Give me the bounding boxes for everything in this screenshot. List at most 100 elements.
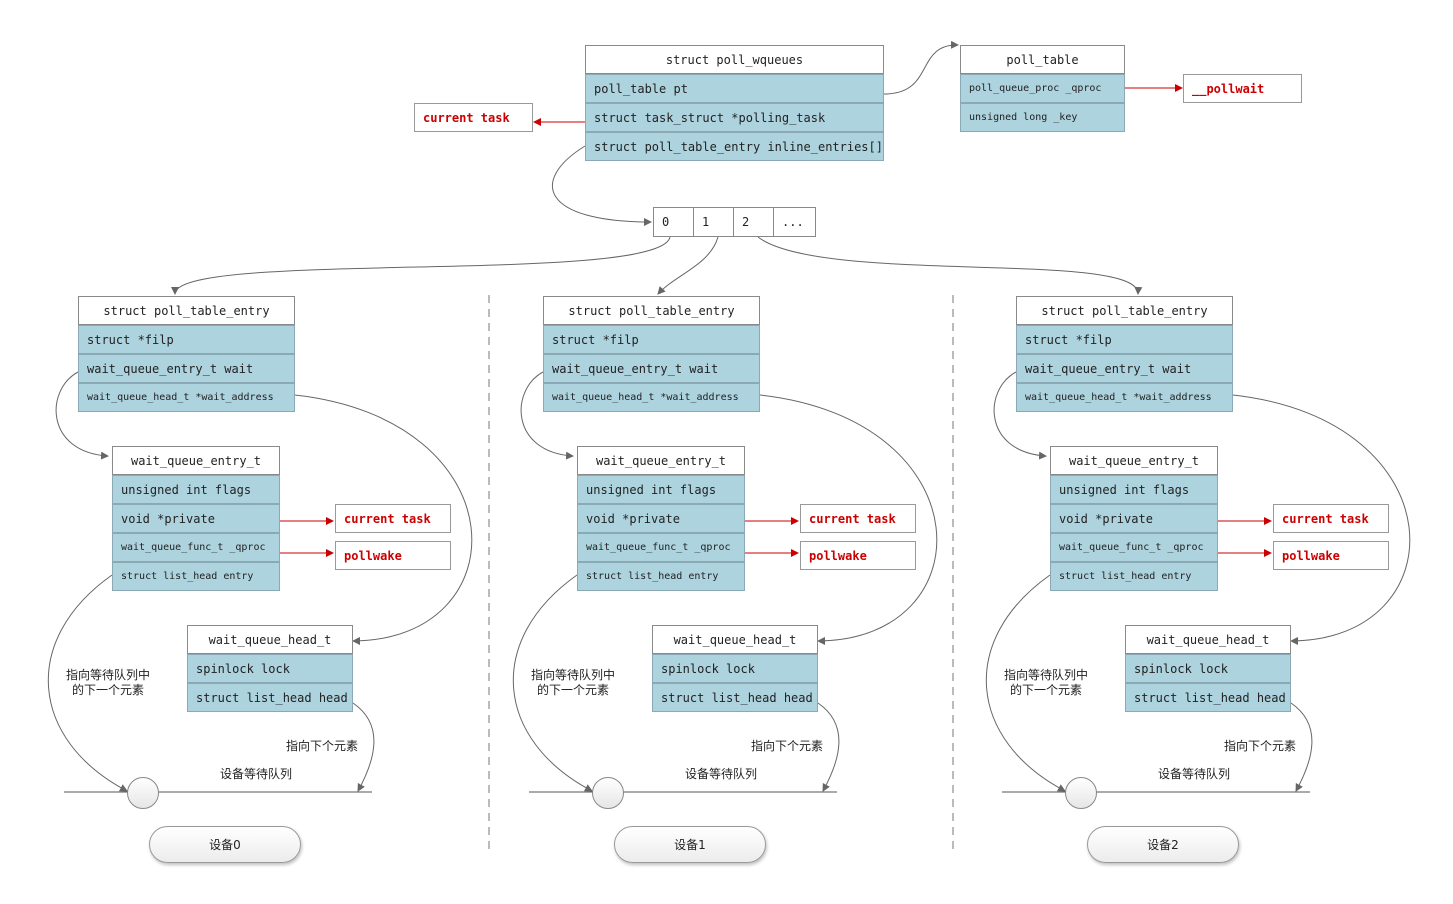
pollwait-label: __pollwait	[1183, 74, 1302, 103]
next-in-queue-note: 指向等待队列中 的下一个元素	[527, 668, 619, 698]
wait-queue-head-title: wait_queue_head_t	[187, 625, 353, 654]
head-to-next-element-arrow	[352, 702, 375, 792]
wqh-field-head: struct list_head head	[1125, 683, 1291, 712]
cell1-to-entry1-arrow	[657, 236, 719, 295]
wqe-field-private: void *private	[1050, 504, 1218, 533]
wqe-field-entry: struct list_head entry	[112, 562, 280, 591]
wqe-field-flags: unsigned int flags	[577, 475, 745, 504]
private-target-label: current task	[1273, 504, 1389, 533]
poll-table-entry-struct: struct poll_table_entry struct *filp wai…	[1016, 296, 1233, 412]
wqh-field-lock: spinlock lock	[1125, 654, 1291, 683]
array-cell-0: 0	[653, 207, 694, 237]
next-in-queue-note-line2: 的下一个元素	[1009, 683, 1082, 697]
queue-node-circle	[1065, 777, 1097, 809]
poll-wqueues-field-polling-task: struct task_struct *polling_task	[585, 103, 884, 132]
device-queue-label: 设备等待队列	[220, 767, 293, 781]
wait-address-to-wqh-arrow	[294, 394, 473, 645]
cell0-to-entry0-arrow	[171, 236, 671, 295]
poll-table-entry-struct: struct poll_table_entry struct *filp wai…	[78, 296, 295, 412]
next-element-note: 指向下个元素	[751, 739, 824, 753]
next-in-queue-note-line2: 的下一个元素	[71, 683, 144, 697]
poll-wqueues-field-inline-entries: struct poll_table_entry inline_entries[]	[585, 132, 884, 161]
next-in-queue-note-line2: 的下一个元素	[536, 683, 609, 697]
wait-queue-entry-struct: wait_queue_entry_t unsigned int flags vo…	[112, 446, 280, 591]
wqe-field-entry: struct list_head entry	[1050, 562, 1218, 591]
next-in-queue-note-line1: 指向等待队列中	[530, 668, 615, 682]
wqe-field-private: void *private	[577, 504, 745, 533]
entry-to-queue-node-arrow	[985, 574, 1066, 792]
wait-address-to-wqh-arrow	[759, 394, 938, 645]
entry-field-wait: wait_queue_entry_t wait	[78, 354, 295, 383]
wqe-field-flags: unsigned int flags	[112, 475, 280, 504]
wait-queue-head-struct: wait_queue_head_t spinlock lock struct l…	[652, 625, 818, 712]
poll-table-field-key: unsigned long _key	[960, 103, 1125, 132]
wait-to-wqe-arrow	[55, 371, 109, 460]
wqe-field-func: wait_queue_func_t _qproc	[112, 533, 280, 562]
poll-table-field-qproc: poll_queue_proc _qproc	[960, 74, 1125, 103]
func-target-label: pollwake	[335, 541, 451, 570]
wait-to-wqe-arrow	[993, 371, 1047, 460]
entry-field-wait: wait_queue_entry_t wait	[1016, 354, 1233, 383]
next-in-queue-note: 指向等待队列中 的下一个元素	[62, 668, 154, 698]
wqe-field-private: void *private	[112, 504, 280, 533]
poll-wqueues-struct: struct poll_wqueues poll_table pt struct…	[585, 45, 884, 161]
device-queue-label: 设备等待队列	[1158, 767, 1231, 781]
entry-field-wait-address: wait_queue_head_t *wait_address	[543, 383, 760, 412]
wqh-field-head: struct list_head head	[187, 683, 353, 712]
entry-field-filp: struct *filp	[1016, 325, 1233, 354]
wait-queue-head-struct: wait_queue_head_t spinlock lock struct l…	[1125, 625, 1291, 712]
array-cell-1: 1	[693, 207, 734, 237]
cell2-to-entry2-arrow	[757, 236, 1143, 295]
head-to-next-element-arrow	[1290, 702, 1313, 792]
wqe-field-flags: unsigned int flags	[1050, 475, 1218, 504]
poll-table-entry-title: struct poll_table_entry	[543, 296, 760, 325]
wait-queue-entry-title: wait_queue_entry_t	[112, 446, 280, 475]
entry-field-wait-address: wait_queue_head_t *wait_address	[78, 383, 295, 412]
queue-node-circle	[127, 777, 159, 809]
poll-table-title: poll_table	[960, 45, 1125, 74]
wait-queue-entry-title: wait_queue_entry_t	[577, 446, 745, 475]
device-queue-label: 设备等待队列	[685, 767, 758, 781]
wait-queue-entry-struct: wait_queue_entry_t unsigned int flags vo…	[577, 446, 745, 591]
entry-field-filp: struct *filp	[78, 325, 295, 354]
entry-to-queue-node-arrow	[512, 574, 593, 792]
wqh-field-lock: spinlock lock	[187, 654, 353, 683]
next-in-queue-note-line1: 指向等待队列中	[65, 668, 150, 682]
wait-address-to-wqh-arrow	[1232, 394, 1411, 645]
entry-field-wait-address: wait_queue_head_t *wait_address	[1016, 383, 1233, 412]
wait-queue-head-title: wait_queue_head_t	[652, 625, 818, 654]
wait-to-wqe-arrow	[520, 371, 574, 460]
pt-to-poll-table-arrow	[883, 40, 959, 95]
queue-node-circle	[592, 777, 624, 809]
private-target-label: current task	[335, 504, 451, 533]
wqe-field-entry: struct list_head entry	[577, 562, 745, 591]
inline-entries-to-array-arrow	[552, 145, 652, 226]
array-cell-2: 2	[733, 207, 774, 237]
poll-wqueues-field-pt: poll_table pt	[585, 74, 884, 103]
wqe-field-func: wait_queue_func_t _qproc	[577, 533, 745, 562]
device-label: 设备2	[1087, 826, 1239, 863]
poll-table-entry-struct: struct poll_table_entry struct *filp wai…	[543, 296, 760, 412]
entry-to-queue-node-arrow	[47, 574, 128, 792]
poll-wqueues-title: struct poll_wqueues	[585, 45, 884, 74]
wqe-field-func: wait_queue_func_t _qproc	[1050, 533, 1218, 562]
wait-queue-head-struct: wait_queue_head_t spinlock lock struct l…	[187, 625, 353, 712]
poll-table-entry-title: struct poll_table_entry	[78, 296, 295, 325]
private-target-label: current task	[800, 504, 916, 533]
poll-table-entry-title: struct poll_table_entry	[1016, 296, 1233, 325]
wait-queue-entry-title: wait_queue_entry_t	[1050, 446, 1218, 475]
entry-field-wait: wait_queue_entry_t wait	[543, 354, 760, 383]
wait-queue-head-title: wait_queue_head_t	[1125, 625, 1291, 654]
func-target-label: pollwake	[1273, 541, 1389, 570]
func-target-label: pollwake	[800, 541, 916, 570]
wqh-field-lock: spinlock lock	[652, 654, 818, 683]
current-task-label-top: current task	[414, 103, 533, 132]
device-label: 设备1	[614, 826, 766, 863]
wait-queue-entry-struct: wait_queue_entry_t unsigned int flags vo…	[1050, 446, 1218, 591]
entry-field-filp: struct *filp	[543, 325, 760, 354]
next-in-queue-note: 指向等待队列中 的下一个元素	[1000, 668, 1092, 698]
device-label: 设备0	[149, 826, 301, 863]
next-in-queue-note-line1: 指向等待队列中	[1003, 668, 1088, 682]
